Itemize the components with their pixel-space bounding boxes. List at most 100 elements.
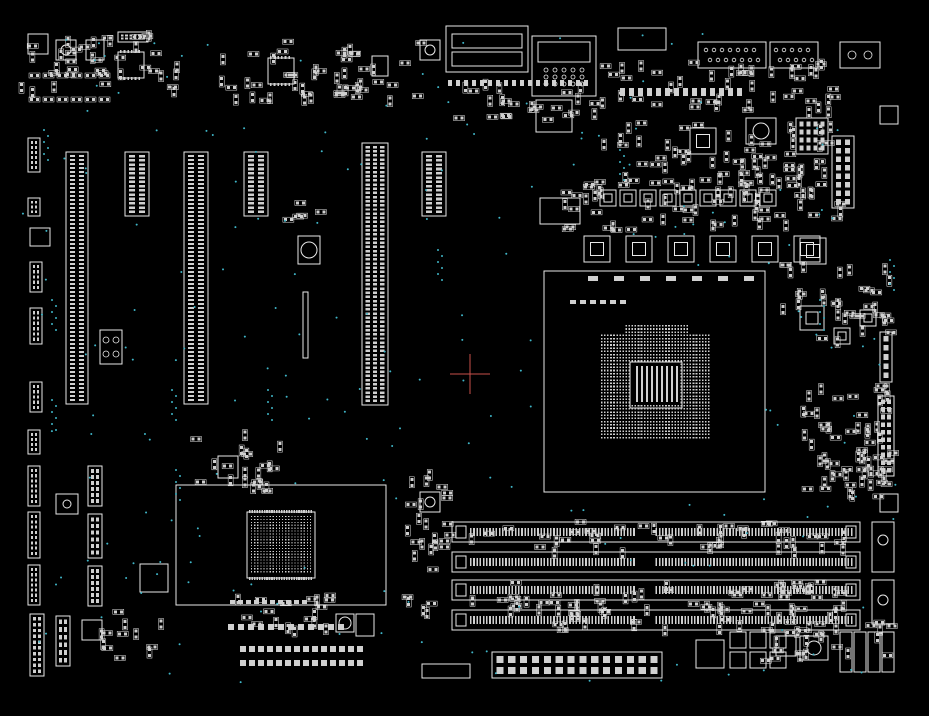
via — [821, 143, 824, 146]
pad — [674, 427, 676, 429]
pad — [848, 467, 852, 471]
via — [205, 129, 208, 132]
pad — [656, 347, 658, 349]
pad — [616, 369, 618, 372]
pad — [365, 220, 370, 224]
pad — [792, 548, 796, 552]
pad — [256, 598, 260, 602]
pad — [436, 210, 442, 214]
pad — [248, 167, 254, 171]
pad — [681, 558, 683, 566]
pad — [254, 550, 256, 552]
via — [44, 278, 47, 281]
pad — [576, 80, 580, 86]
pad — [300, 568, 302, 570]
pad — [508, 586, 510, 594]
pad — [275, 545, 277, 547]
pad — [20, 83, 24, 87]
pad — [791, 543, 795, 547]
passive-outline — [840, 544, 846, 556]
pad — [662, 328, 664, 330]
pad — [819, 423, 823, 427]
pad — [372, 254, 378, 257]
pad — [834, 528, 837, 536]
pad — [590, 242, 604, 256]
pad — [738, 528, 741, 536]
pad — [365, 199, 370, 203]
pad — [719, 586, 722, 594]
pad — [583, 625, 587, 629]
pad — [620, 528, 622, 536]
pad — [297, 521, 299, 523]
pad — [436, 193, 442, 196]
pad — [285, 510, 288, 513]
pad — [113, 610, 117, 614]
via — [597, 134, 600, 137]
pad — [625, 328, 628, 330]
pad — [613, 379, 615, 381]
pad — [716, 528, 718, 536]
pad — [701, 545, 705, 549]
pad — [656, 420, 658, 423]
pad — [30, 156, 34, 159]
pad — [659, 328, 661, 330]
via — [816, 127, 819, 130]
pad — [704, 411, 707, 413]
pad — [643, 334, 646, 337]
pad — [78, 202, 85, 206]
pad — [637, 347, 640, 349]
via — [106, 542, 109, 545]
pad — [838, 213, 842, 217]
pad — [809, 487, 813, 491]
pad — [683, 433, 686, 436]
pad — [365, 274, 370, 278]
via — [316, 221, 319, 224]
pad — [668, 616, 670, 624]
pad — [372, 220, 378, 224]
pad — [610, 420, 612, 423]
pad — [683, 388, 686, 391]
passive-outline — [844, 310, 856, 316]
pad — [417, 514, 421, 518]
pad — [742, 616, 744, 624]
pad — [313, 609, 317, 613]
passive-outline — [70, 96, 83, 103]
pad — [342, 54, 346, 58]
pad — [91, 575, 94, 579]
pad — [628, 353, 631, 356]
pad — [887, 445, 891, 450]
pad — [677, 328, 679, 330]
pad — [562, 528, 565, 536]
pad — [403, 595, 407, 599]
pad — [652, 408, 655, 410]
edge-header — [29, 613, 45, 677]
pad — [855, 314, 859, 318]
pad — [620, 69, 624, 73]
pad — [743, 181, 747, 185]
pad — [689, 382, 692, 385]
pad — [424, 482, 428, 486]
dimm-latch — [455, 525, 467, 539]
pad — [539, 601, 543, 605]
pad — [683, 353, 686, 356]
pad — [774, 586, 776, 594]
passive-outline — [315, 209, 327, 215]
pad — [843, 314, 847, 318]
pad — [78, 370, 85, 374]
pad — [278, 600, 283, 604]
pad — [628, 337, 631, 340]
pad — [886, 391, 890, 395]
pad — [562, 558, 565, 566]
pad — [260, 553, 262, 555]
pad — [380, 378, 385, 382]
pad — [701, 404, 704, 407]
pad — [770, 528, 773, 536]
pad — [668, 334, 670, 337]
pad — [844, 182, 851, 188]
pad — [268, 93, 272, 97]
pad — [801, 76, 805, 80]
pad — [30, 469, 34, 473]
passive-outline — [667, 534, 674, 546]
